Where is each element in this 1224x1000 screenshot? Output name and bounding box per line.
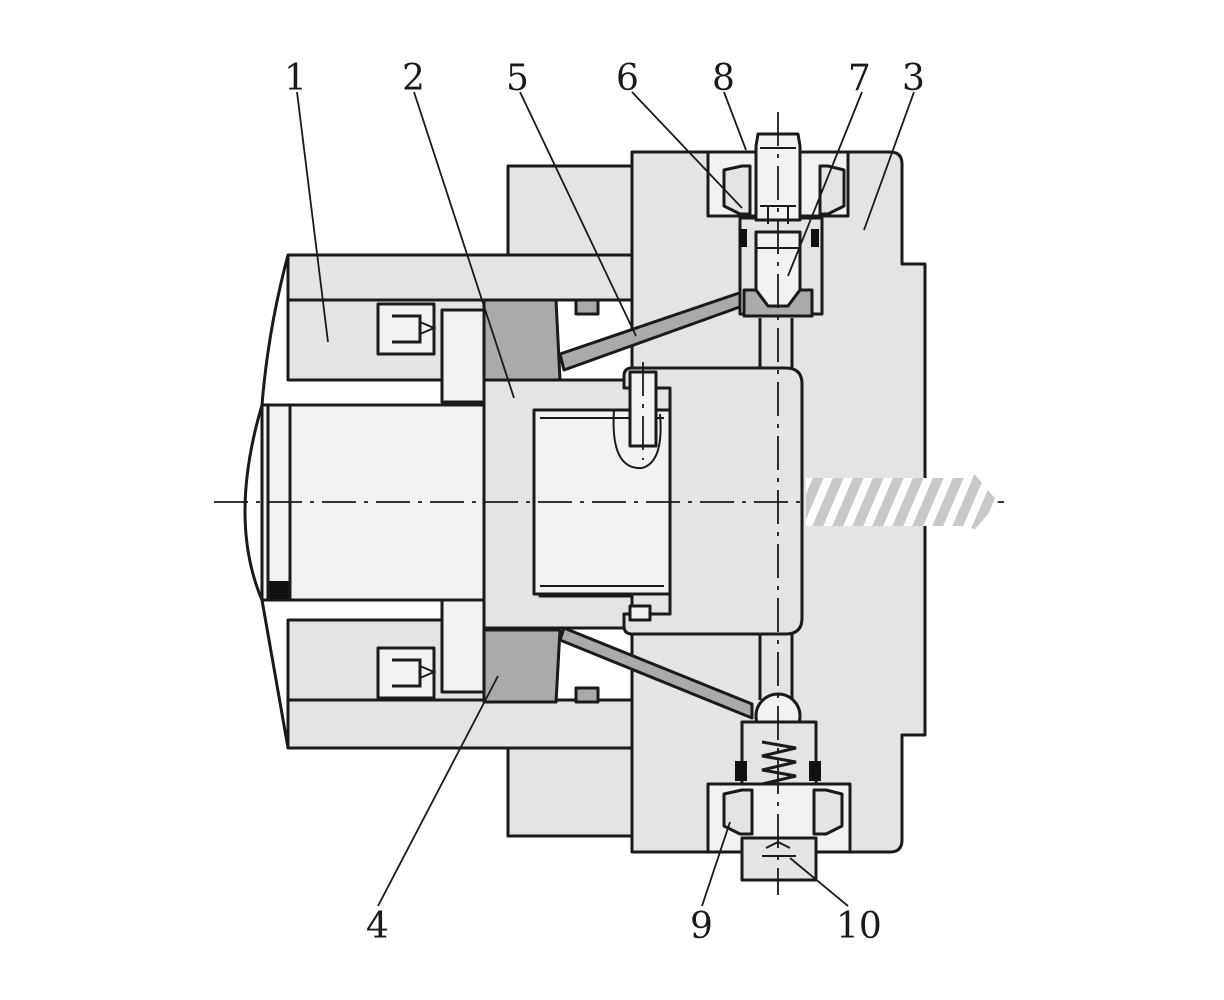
spring <box>761 740 797 786</box>
callout-7: 7 <box>848 58 871 99</box>
leader-lines <box>296 91 915 907</box>
seal-bottom <box>376 646 437 700</box>
body-part-1-bottom <box>286 698 634 750</box>
callout-6: 6 <box>616 58 639 99</box>
callout-5: 5 <box>506 58 529 99</box>
flange-block-top <box>506 164 634 264</box>
link-rod-part-5-bottom <box>558 626 754 720</box>
break-line <box>243 254 290 749</box>
callout-10: 10 <box>836 906 882 947</box>
callout-8: 8 <box>712 58 735 99</box>
locating-pin <box>628 370 658 448</box>
callout-9: 9 <box>690 906 713 947</box>
seal-top <box>376 302 437 356</box>
ring-part-4-bottom <box>482 628 562 704</box>
disc-plate-bottom <box>440 598 486 694</box>
plug-threads <box>760 147 796 224</box>
small-block-bottom <box>574 686 600 704</box>
disc-plate-top <box>440 308 486 404</box>
cap-block <box>622 366 804 636</box>
callout-3: 3 <box>902 58 925 99</box>
piston-black-mark <box>267 581 291 599</box>
callout-4: 4 <box>366 906 389 947</box>
body-part-1-top <box>286 253 634 302</box>
seal-ring-top-l <box>739 229 747 247</box>
seal-ring-bot-l <box>735 761 747 781</box>
seal-ring-bot-r <box>809 761 821 781</box>
seal-ring-top-r <box>811 229 819 247</box>
valve-cap-part-10 <box>740 836 818 882</box>
top-valve-base <box>742 288 814 318</box>
nut-part-9 <box>722 788 844 836</box>
small-block-top <box>574 298 600 316</box>
nut-part-6 <box>722 164 846 216</box>
callout-1: 1 <box>284 58 307 99</box>
slot-bottom <box>628 604 652 622</box>
callout-2: 2 <box>402 58 425 99</box>
flange-block-bottom <box>506 738 634 838</box>
pin-hole-outline <box>612 409 662 470</box>
